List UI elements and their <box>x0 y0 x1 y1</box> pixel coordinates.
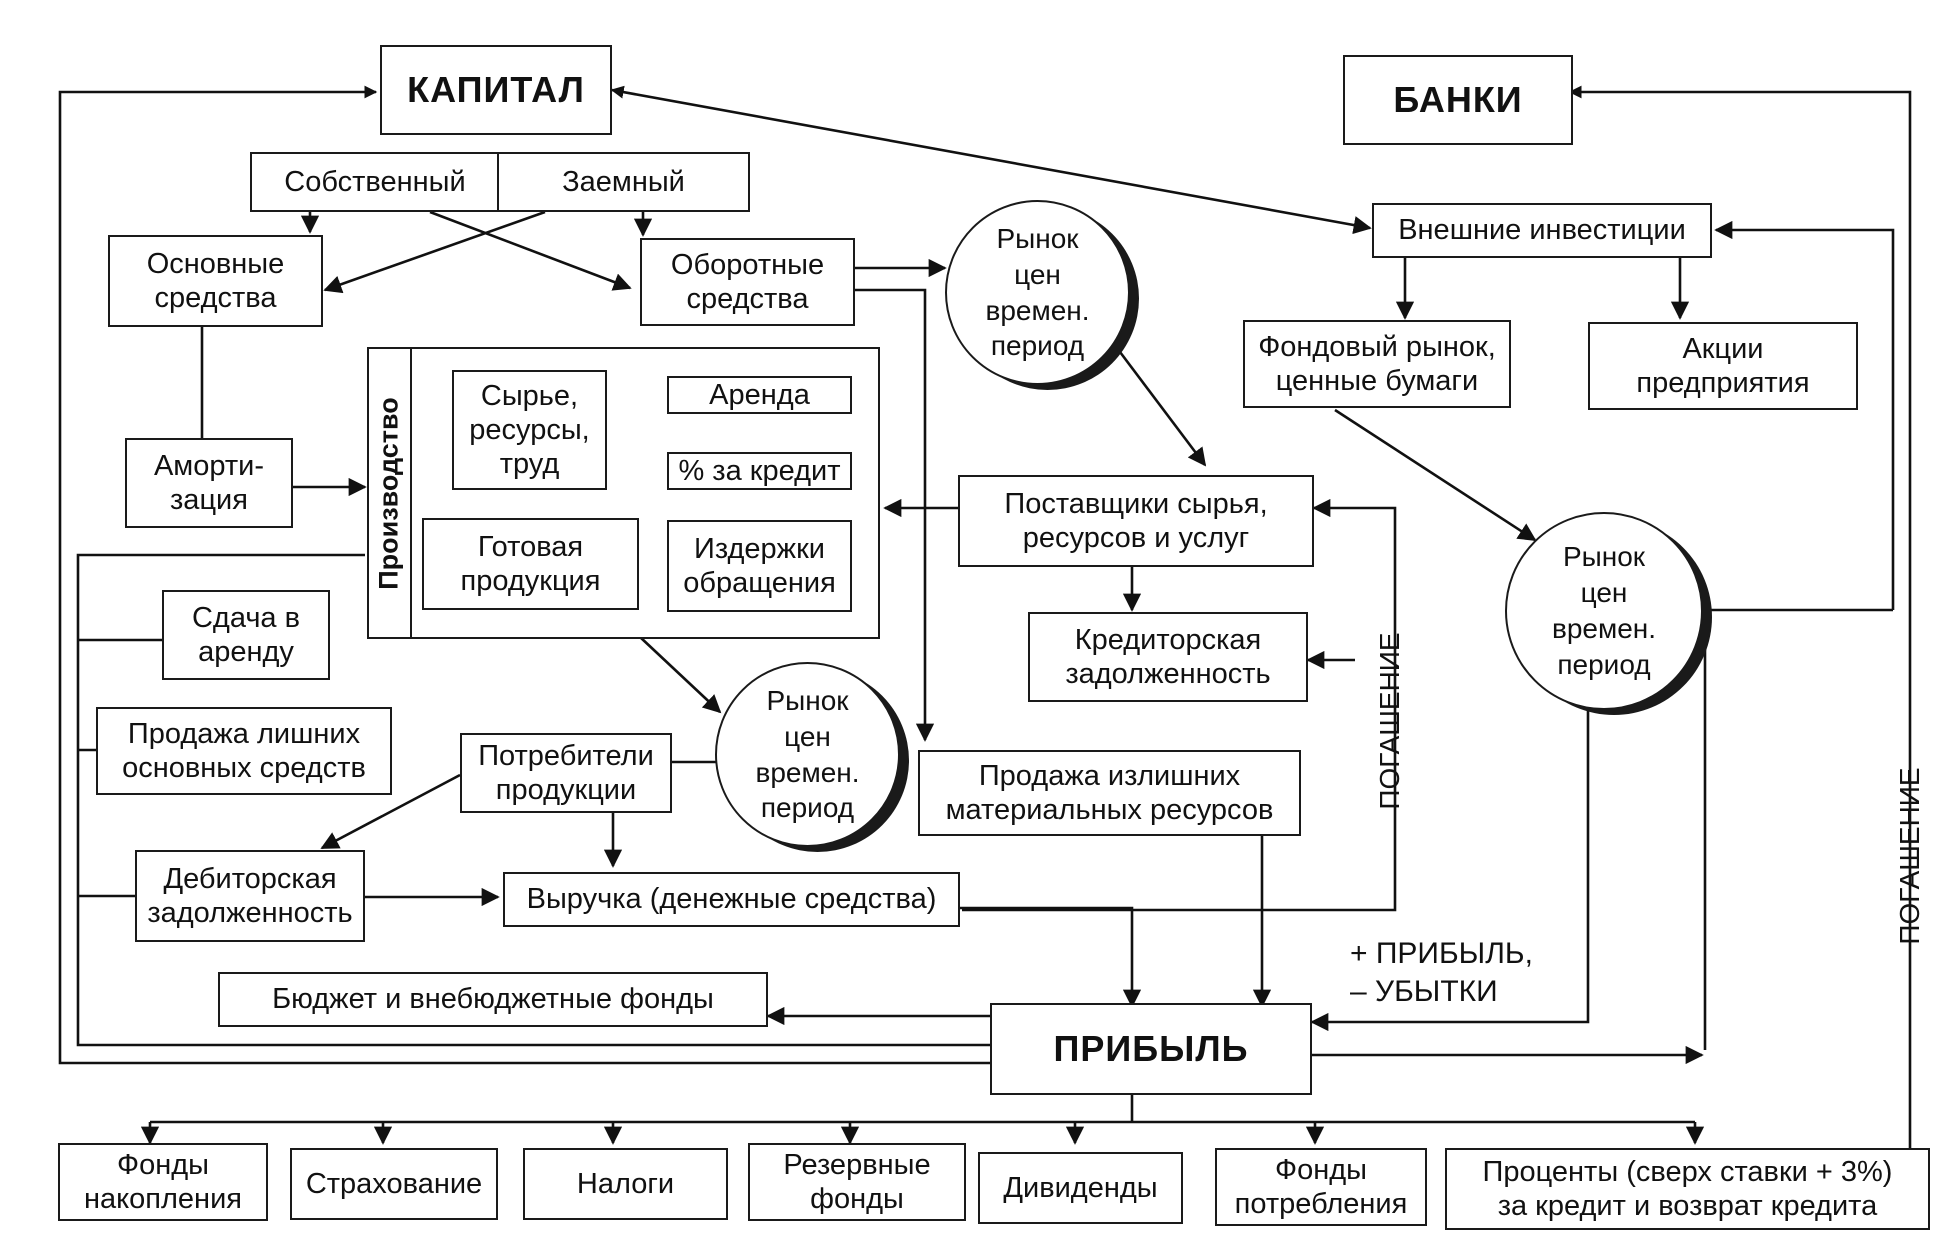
sale-materials-box: Продажа излишних материальных ресурсов <box>918 750 1301 836</box>
banks-box: БАНКИ <box>1343 55 1573 145</box>
production-label-box <box>367 347 412 639</box>
distribution-costs-box: Издержки обращения <box>667 520 852 612</box>
capital-box: КАПИТАЛ <box>380 45 612 135</box>
receivables-box: Дебиторская задолженность <box>135 850 365 942</box>
working-assets-box: Оборотные средства <box>640 238 855 326</box>
budget-box: Бюджет и внебюджетные фонды <box>218 972 768 1027</box>
accumulation-funds-box: Фонды накопления <box>58 1143 268 1221</box>
repayment-label-1: ПОГАШЕНИЕ <box>1374 632 1405 810</box>
consumption-funds-box: Фонды потребления <box>1215 1148 1427 1226</box>
sale-fixed-assets-box: Продажа лишних основных средств <box>96 707 392 795</box>
insurance-box: Страхование <box>290 1148 498 1220</box>
production-label: Производство <box>373 397 404 590</box>
raw-materials-box: Сырье, ресурсы, труд <box>452 370 607 490</box>
profit-box: ПРИБЫЛЬ <box>990 1003 1312 1095</box>
capital-banks-line <box>610 85 1372 235</box>
own-capital-box: Собственный <box>250 152 500 212</box>
profit-to-capital-line <box>58 85 990 1065</box>
loan-interest-box: % за кредит <box>667 452 852 490</box>
leasing-out-box: Сдача в аренду <box>162 590 330 680</box>
market-price-circle-1: Рынок цен времен. период <box>945 200 1130 385</box>
repayment-label-2: ПОГАШЕНИЕ <box>1894 767 1925 945</box>
interest-repayment-box: Проценты (сверх ставки + 3%) за кредит и… <box>1445 1148 1930 1230</box>
consumers-box: Потребители продукции <box>460 733 672 813</box>
repayment-to-banks-line <box>1568 85 1912 1220</box>
market-price-circle-2: Рынок цен времен. период <box>1505 512 1703 710</box>
payables-box: Кредиторская задолженность <box>1028 612 1308 702</box>
dividends-box: Дивиденды <box>978 1152 1183 1224</box>
market-price-circle-3: Рынок цен времен. период <box>715 662 900 847</box>
taxes-box: Налоги <box>523 1148 728 1220</box>
external-investments-box: Внешние инвестиции <box>1372 203 1712 258</box>
company-shares-box: Акции предприятия <box>1588 322 1858 410</box>
reserve-funds-box: Резервные фонды <box>748 1143 966 1221</box>
profit-loss-label: + ПРИБЫЛЬ, – УБЫТКИ <box>1350 937 1533 1008</box>
suppliers-box: Поставщики сырья, ресурсов и услуг <box>958 475 1314 567</box>
borrowed-capital-box: Заемный <box>497 152 750 212</box>
depreciation-box: Аморти- зация <box>125 438 293 528</box>
rent-box: Аренда <box>667 376 852 414</box>
stock-market-box: Фондовый рынок, ценные бумаги <box>1243 320 1511 408</box>
revenue-box: Выручка (денежные средства) <box>503 872 960 927</box>
fixed-assets-box: Основные средства <box>108 235 323 327</box>
finished-goods-box: Готовая продукция <box>422 518 639 610</box>
